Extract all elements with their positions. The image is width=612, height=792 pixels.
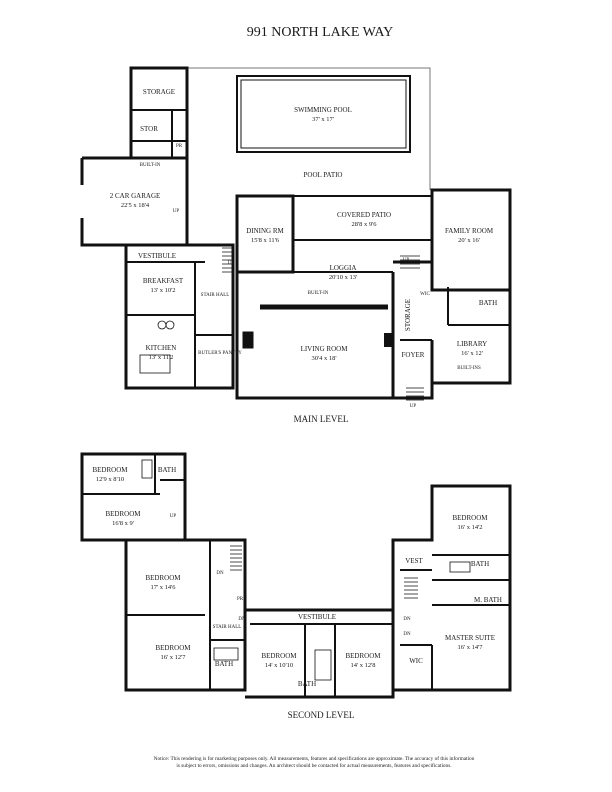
second-room-19-name: M. BATH	[474, 596, 502, 604]
main-room-23-size: 30'4 x 18'	[311, 355, 336, 362]
second-room-22-name: WIC	[409, 657, 423, 665]
main-room-25-name: LIBRARY	[457, 340, 487, 348]
main-room-8-name: VESTIBULE	[138, 252, 176, 260]
second-room-11-name: VESTIBULE	[298, 613, 336, 621]
second-room-16-name: BEDROOM	[452, 514, 488, 522]
second-level-stairs	[141, 459, 471, 681]
main-room-10-size: 28'8 x 9'6	[351, 221, 377, 228]
main-room-12-size: 20'10 x 13'	[329, 274, 357, 281]
main-level-label: MAIN LEVEL	[294, 414, 349, 424]
main-room-9-size: 15'8 x 11'6	[251, 237, 280, 244]
main-room-19-name: BATH	[479, 299, 497, 307]
main-room-15-name-a: STAIR HALL	[201, 293, 230, 298]
main-room-5-name: POOL PATIO	[304, 171, 343, 179]
main-level-walls	[80, 66, 512, 400]
main-room-1-name: STOR	[140, 125, 158, 133]
main-room-0-name: STORAGE	[143, 88, 175, 96]
main-room-23-name: LIVING ROOM	[301, 345, 349, 353]
main-room-14-size: 13' x 10'2	[150, 287, 175, 294]
main-room-2-name: PR	[176, 144, 183, 149]
main-room-18-name: WIC	[420, 292, 430, 297]
main-room-4-name: SWIMMING POOL	[294, 106, 352, 114]
main-room-13-name: BUILT-IN	[308, 291, 329, 296]
second-room-18-name: BATH	[471, 560, 489, 568]
second-room-13-size: 14' x 10'10	[265, 662, 293, 669]
second-room-4-size: 17' x 14'6	[150, 584, 176, 591]
main-room-11-size: 20' x 16'	[458, 237, 480, 244]
main-room-22-name-a: BUTLER'S PANTRY	[198, 351, 242, 356]
main-room-21-size: 13' x 11'2	[149, 354, 174, 361]
second-level-label: SECOND LEVEL	[288, 710, 355, 720]
main-room-10-name: COVERED PATIO	[337, 211, 391, 219]
notice-line-1: Notice: This rendering is for marketing …	[154, 755, 475, 762]
second-room-7-name: BEDROOM	[155, 644, 191, 652]
second-room-16-size: 16' x 14'2	[457, 524, 482, 531]
second-level-walls	[80, 452, 512, 699]
main-room-21-name: KITCHEN	[146, 344, 177, 352]
main-room-16-name: UP	[228, 261, 235, 266]
main-room-14-name: BREAKFAST	[143, 277, 184, 285]
main-room-6-size: 22'5 x 18'4	[121, 202, 150, 209]
page-title: 991 NORTH LAKE WAY	[247, 25, 394, 40]
main-room-20-name: STORAGE	[404, 299, 412, 331]
second-room-17-name: VEST	[405, 557, 423, 565]
main-room-4-size: 37' x 17'	[312, 116, 334, 123]
second-room-14-size: 14' x 12'8	[350, 662, 375, 669]
main-room-6-name: 2 CAR GARAGE	[110, 192, 161, 200]
main-level-stairs	[139, 247, 424, 401]
second-room-3-name: UP	[170, 514, 177, 519]
second-room-0-size: 12'9 x 8'10	[96, 476, 124, 483]
main-room-26-name: BUILT-INS	[457, 366, 481, 371]
second-room-21-name: MASTER SUITE	[445, 634, 495, 642]
second-room-4-name: BEDROOM	[145, 574, 181, 582]
main-room-25-size: 16' x 12'	[461, 350, 483, 357]
main-room-24-name: FOYER	[402, 351, 425, 359]
second-room-2-name: BEDROOM	[105, 510, 141, 518]
main-room-7-name: UP	[173, 209, 180, 214]
main-room-27-name: UP	[410, 404, 417, 409]
second-room-20-name: DN	[403, 632, 411, 637]
second-room-10-name: BATH	[215, 660, 233, 668]
second-room-21-size: 16' x 14'7	[457, 644, 483, 651]
second-room-14-name: BEDROOM	[345, 652, 381, 660]
main-room-11-name: FAMILY ROOM	[445, 227, 494, 235]
main-room-9-name: DINING RM	[246, 227, 284, 235]
second-room-7-size: 16' x 12'7	[160, 654, 186, 661]
main-room-3-name: BUILT-IN	[140, 163, 161, 168]
second-room-12-name: DN	[403, 617, 411, 622]
main-room-12-name: LOGGIA	[330, 264, 357, 272]
second-room-0-name: BEDROOM	[92, 466, 128, 474]
second-room-8-name: STAIR HALL	[213, 625, 242, 630]
second-room-9-name: DN	[238, 617, 246, 622]
second-room-2-size: 16'8 x 9'	[112, 520, 134, 527]
second-room-15-name: BATH	[298, 680, 316, 688]
second-room-1-name: BATH	[158, 466, 176, 474]
second-room-13-name: BEDROOM	[261, 652, 297, 660]
notice-line-2: is subject to errors, omissions and chan…	[176, 762, 451, 769]
second-room-6-name: PR	[237, 597, 244, 602]
main-room-17-name: UP	[403, 258, 410, 263]
second-room-5-name: DN	[216, 571, 224, 576]
